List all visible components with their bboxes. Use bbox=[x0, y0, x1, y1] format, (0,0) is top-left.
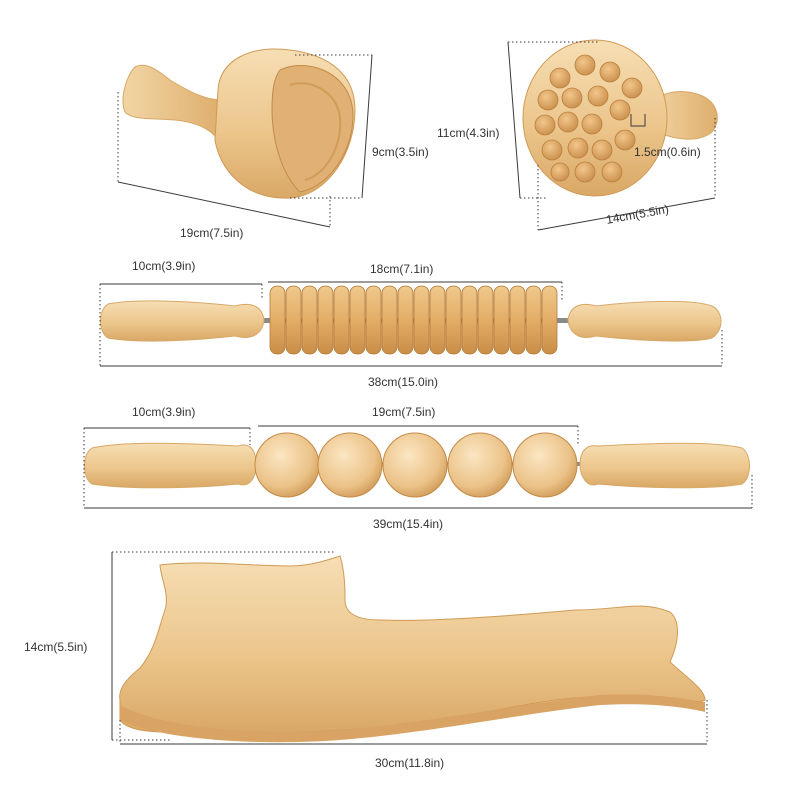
ring-total-label: 38cm(15.0in) bbox=[368, 375, 439, 389]
ring-roller bbox=[100, 285, 722, 355]
cube-roller bbox=[84, 432, 750, 498]
board-length-label: 30cm(11.8in) bbox=[375, 756, 445, 770]
board-height-label: 14cm(5.5in) bbox=[24, 640, 88, 654]
wooden-cup bbox=[122, 48, 356, 199]
cup-height-label: 9cm(3.5in) bbox=[372, 145, 429, 159]
ring-rollers-label: 18cm(7.1in) bbox=[370, 262, 434, 276]
cube-handle-label: 10cm(3.9in) bbox=[132, 405, 196, 419]
cube-total-label: 39cm(15.4in) bbox=[373, 517, 444, 531]
cube-rollers-label: 19cm(7.5in) bbox=[372, 405, 436, 419]
wooden-cup-dimensions bbox=[117, 54, 373, 228]
ring-handle-label: 10cm(3.9in) bbox=[132, 259, 196, 273]
cup-length-label: 19cm(7.5in) bbox=[180, 226, 244, 240]
mushroom-height-label: 11cm(4.3in) bbox=[437, 126, 500, 140]
wood-board-dimensions bbox=[111, 551, 708, 745]
mushroom-massager-dimensions bbox=[507, 41, 716, 231]
mushroom-massager bbox=[522, 39, 718, 197]
wood-board bbox=[119, 555, 706, 743]
mushroom-knob-label: 1.5cm(0.6in) bbox=[634, 145, 701, 159]
cube-roller-dimensions bbox=[83, 425, 753, 509]
ring-roller-dimensions bbox=[99, 281, 723, 367]
